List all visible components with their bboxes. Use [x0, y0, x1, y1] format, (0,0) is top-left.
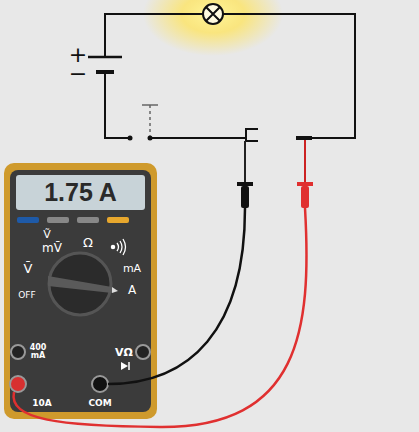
dial-label: mV̄: [42, 242, 62, 254]
open-terminal: [296, 136, 312, 140]
lamp-glow: [143, 0, 283, 56]
meter-buttons: [17, 217, 129, 223]
jack-label: VΩ: [115, 347, 133, 358]
lcd-display: 1.75 A: [16, 175, 145, 210]
continuity-symbol: [111, 239, 125, 255]
black-test-lead: [108, 208, 245, 384]
rotary-dial: [48, 253, 118, 315]
dial-label: A: [128, 284, 136, 296]
dial-label: OFF: [18, 291, 35, 300]
black-probe: [237, 141, 253, 208]
jack-label: 400 mA: [27, 344, 49, 360]
diode-symbol: [120, 362, 132, 370]
circuit-wire: [105, 14, 355, 138]
display-reading: 1.75 A: [44, 178, 117, 207]
input-jacks: [10, 345, 150, 392]
dial-label: mA: [123, 263, 141, 274]
jack-label: 10A: [32, 399, 52, 408]
open-terminal: [246, 129, 258, 141]
dial-label: Ω: [83, 236, 93, 249]
red-test-lead: [14, 208, 307, 427]
polarity-sign: −: [69, 63, 87, 85]
dial-label: V̄: [24, 262, 33, 275]
switch-symbol: [128, 105, 159, 141]
dial-label: Ṽ: [43, 229, 51, 240]
battery-symbol: [88, 57, 122, 72]
lamp-symbol: [203, 4, 223, 24]
jack-label: COM: [88, 399, 111, 408]
meter-housing: [4, 163, 157, 419]
red-probe: [297, 140, 313, 208]
meter-face: [10, 170, 151, 412]
